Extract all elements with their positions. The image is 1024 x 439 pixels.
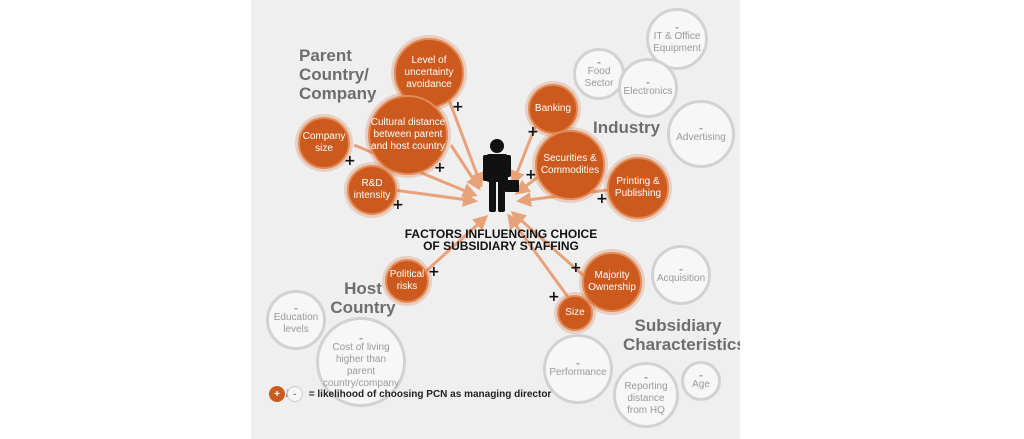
factor-banking: Banking bbox=[528, 84, 578, 134]
factor-cost-of-living: -Cost of living higher than parent count… bbox=[316, 317, 406, 407]
legend-text: = likelihood of choosing PCN as managing… bbox=[308, 388, 552, 400]
arrow-political bbox=[422, 214, 489, 275]
legend-plus-circle: + bbox=[269, 386, 285, 402]
factor-company-size: Company size bbox=[298, 117, 350, 169]
plus-sign: + bbox=[428, 264, 440, 280]
minus-sign: - bbox=[597, 55, 601, 69]
factor-performance: -Performance bbox=[543, 334, 613, 404]
minus-sign: - bbox=[646, 75, 650, 89]
plus-sign: + bbox=[596, 191, 608, 207]
minus-sign: - bbox=[576, 356, 580, 370]
minus-sign: - bbox=[678, 262, 683, 276]
factor-securities-commodities: Securities & Commodities bbox=[535, 130, 605, 200]
minus-sign: - bbox=[359, 331, 363, 345]
diagram-canvas: Parent Country/ Company Industry Host Co… bbox=[251, 0, 740, 439]
legend: + / - = likelihood of choosing PCN as ma… bbox=[269, 386, 551, 402]
plus-sign: + bbox=[548, 289, 560, 305]
plus-sign: + bbox=[452, 99, 464, 115]
arrow-cultural bbox=[449, 144, 481, 191]
businessman-with-briefcase-icon bbox=[483, 139, 519, 212]
diagram-title: FACTORS INFLUENCING CHOICE OF SUBSIDIARY… bbox=[404, 227, 598, 253]
group-label-host: Host Country bbox=[330, 279, 396, 317]
factor-majority-ownership: Majority Ownership bbox=[582, 252, 642, 312]
plus-sign: + bbox=[570, 260, 582, 276]
group-label-subsidiary: Subsidiary Characteristics bbox=[623, 316, 740, 354]
factor-political-risks: Political risks bbox=[385, 259, 429, 303]
arrow-rnd bbox=[393, 188, 478, 207]
minus-sign: - bbox=[644, 370, 648, 384]
factor-electronics: -Electronics bbox=[618, 58, 678, 118]
arrow-uncertainty bbox=[444, 91, 484, 188]
factor-age: -Age bbox=[681, 361, 721, 401]
group-label-industry: Industry bbox=[593, 118, 661, 137]
factor-acquisition: -Acquisition bbox=[651, 245, 711, 305]
plus-sign: + bbox=[525, 167, 537, 183]
plus-sign: + bbox=[434, 160, 446, 176]
factor-rnd-intensity: R&D intensity bbox=[347, 165, 397, 215]
factor-cultural-distance: Cultural distance between parent and hos… bbox=[368, 95, 448, 175]
plus-sign: + bbox=[392, 197, 404, 213]
factor-education-levels: -Education levels bbox=[266, 290, 326, 350]
plus-sign: + bbox=[344, 153, 356, 169]
factor-printing-publishing: Printing & Publishing bbox=[607, 157, 669, 219]
legend-minus-circle: - bbox=[286, 386, 303, 402]
factor-reporting-distance: -Reporting distance from HQ bbox=[613, 362, 679, 428]
arrow-majority bbox=[510, 211, 585, 278]
factor-advertising: -Advertising bbox=[667, 100, 735, 168]
arrow-size bbox=[507, 213, 578, 309]
minus-sign: - bbox=[698, 368, 703, 382]
minus-sign: - bbox=[699, 121, 703, 135]
minus-sign: - bbox=[294, 301, 298, 315]
minus-sign: - bbox=[675, 20, 679, 34]
plus-sign: + bbox=[527, 124, 539, 140]
factor-food-sector: -Food Sector bbox=[573, 48, 625, 100]
group-label-parent: Parent Country/ Company bbox=[299, 46, 377, 103]
factor-size: Size bbox=[557, 295, 593, 331]
